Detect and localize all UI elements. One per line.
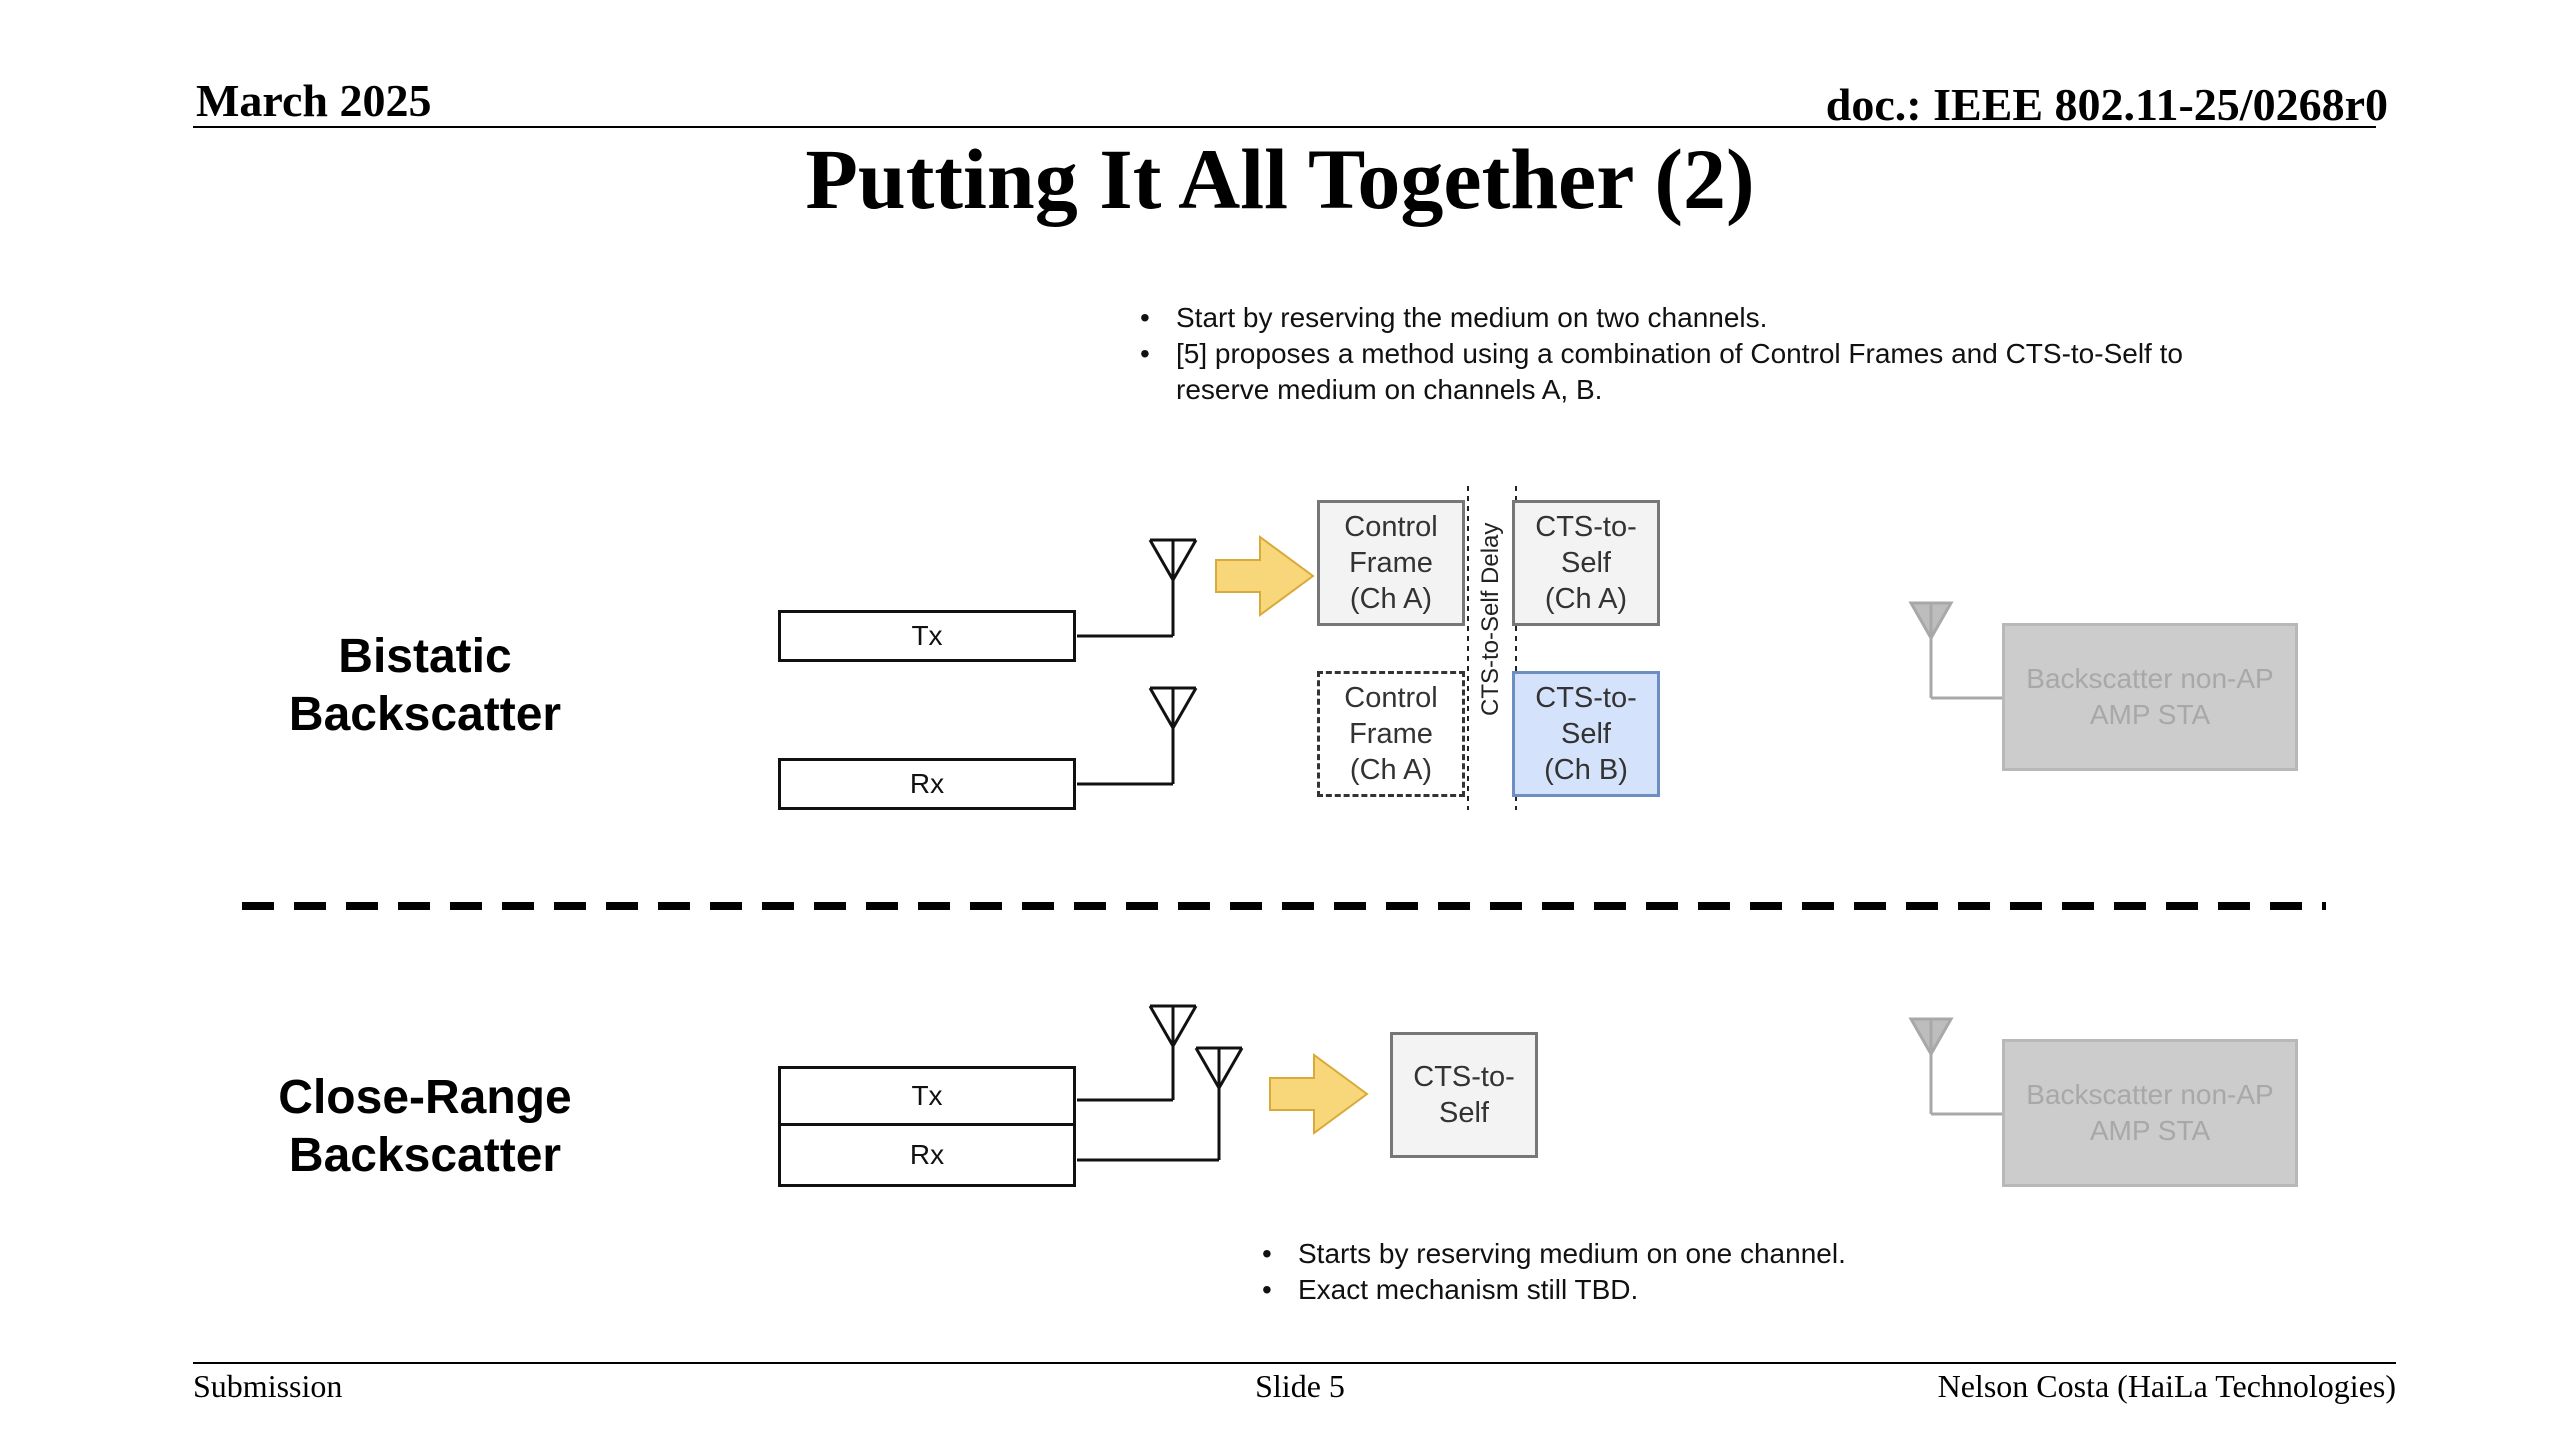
cts-to-self-ch-b: CTS-to- Self (Ch B) [1512, 671, 1660, 797]
bistatic-sta-box: Backscatter non-AP AMP STA [2002, 623, 2298, 771]
bistatic-tx-antenna-icon [1077, 538, 1198, 638]
bistatic-tx-box: Tx [778, 610, 1076, 662]
bistatic-label-line2: Backscatter [288, 688, 562, 741]
close-range-rx-antenna-icon [1077, 1046, 1244, 1162]
close-range-sta-label: Backscatter non-AP AMP STA [2026, 1079, 2274, 1146]
close-range-rx-box: Rx [778, 1123, 1076, 1187]
header-rule [193, 126, 2376, 128]
close-range-cts-label: CTS-to- Self [1413, 1061, 1515, 1129]
cts-to-self-ch-a-label: CTS-to- Self (Ch A) [1535, 511, 1637, 615]
footer-author: Nelson Costa (HaiLa Technologies) [1937, 1368, 2396, 1404]
control-frame-dashed-label: Control Frame (Ch A) [1344, 682, 1438, 786]
bistatic-sta-label: Backscatter non-AP AMP STA [2026, 663, 2274, 730]
bottom-bullet-1: Starts by reserving medium on one channe… [1262, 1236, 2162, 1272]
cts-to-self-ch-b-label: CTS-to- Self (Ch B) [1535, 682, 1637, 786]
top-bullet-list: Start by reserving the medium on two cha… [1140, 300, 2260, 408]
control-frame-ch-a: Control Frame (Ch A) [1317, 500, 1465, 626]
header-date: March 2025 [196, 75, 432, 126]
slide-title: Putting It All Together (2) [805, 131, 1755, 227]
control-frame-ch-a-label: Control Frame (Ch A) [1344, 511, 1438, 615]
bistatic-label: Bistatic Backscatter [225, 628, 625, 744]
close-range-arrow-icon [1269, 1053, 1369, 1135]
close-range-label-line1: Close-Range [278, 1071, 572, 1124]
top-bullet-2: [5] proposes a method using a combinatio… [1140, 336, 2260, 408]
cts-delay-label: CTS-to-Self Delay [1477, 522, 1504, 716]
bottom-bullet-2: Exact mechanism still TBD. [1262, 1272, 2162, 1308]
close-range-label: Close-Range Backscatter [225, 1069, 625, 1185]
close-range-sta-box: Backscatter non-AP AMP STA [2002, 1039, 2298, 1187]
close-range-label-line2: Backscatter [288, 1129, 562, 1182]
control-frame-dashed: Control Frame (Ch A) [1317, 671, 1465, 797]
cts-to-self-ch-a: CTS-to- Self (Ch A) [1512, 500, 1660, 626]
bistatic-sta-antenna-icon [1908, 601, 2004, 700]
header-doc-id: doc.: IEEE 802.11-25/0268r0 [1825, 79, 2388, 130]
close-range-cts-to-self: CTS-to- Self [1390, 1032, 1538, 1158]
footer-submission: Submission [193, 1368, 343, 1404]
bottom-bullet-list: Starts by reserving medium on one channe… [1262, 1236, 2162, 1308]
bistatic-label-line1: Bistatic [338, 630, 512, 683]
close-range-tx-antenna-icon [1077, 1004, 1198, 1102]
bistatic-arrow-icon [1215, 535, 1315, 617]
bistatic-rx-antenna-icon [1077, 686, 1198, 786]
footer-rule [193, 1362, 2396, 1364]
bistatic-rx-box: Rx [778, 758, 1076, 810]
footer-slide-number: Slide 5 [1255, 1368, 1345, 1404]
top-bullet-1: Start by reserving the medium on two cha… [1140, 300, 2260, 336]
close-range-sta-antenna-icon [1908, 1017, 2004, 1116]
close-range-tx-box: Tx [778, 1066, 1076, 1126]
